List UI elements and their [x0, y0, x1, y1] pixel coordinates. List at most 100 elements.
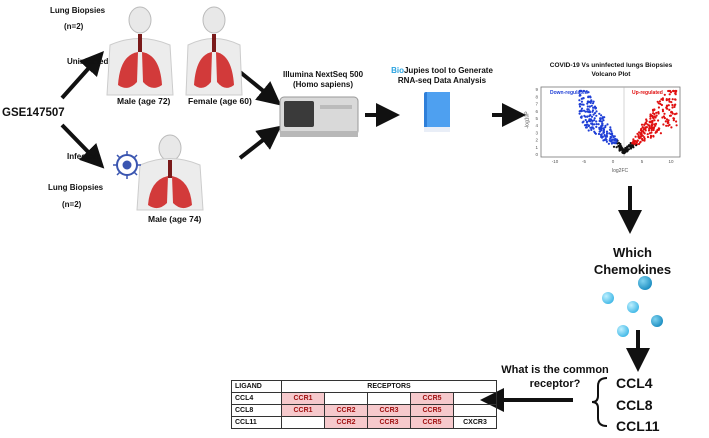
volcano-point — [578, 93, 582, 96]
volcano-point — [674, 92, 677, 95]
volcano-y-tick: 2 — [535, 138, 538, 143]
volcano-point — [661, 97, 665, 100]
uninfected-n-label: (n=2) — [64, 22, 84, 31]
volcano-point — [601, 124, 604, 127]
volcano-point — [589, 100, 592, 103]
volcano-point — [628, 144, 631, 147]
receptor-cell: CCR3 — [367, 404, 411, 417]
volcano-point — [589, 96, 592, 99]
volcano-point — [586, 102, 589, 105]
volcano-point — [657, 111, 660, 114]
volcano-point — [586, 110, 589, 113]
volcano-point — [643, 136, 646, 139]
volcano-point — [599, 117, 602, 120]
volcano-point — [665, 118, 669, 121]
volcano-point — [645, 119, 648, 123]
volcano-point — [643, 123, 646, 126]
volcano-point — [602, 139, 605, 142]
volcano-point — [610, 139, 614, 142]
book-icon — [424, 92, 450, 132]
sequencer-icon — [279, 96, 359, 137]
volcano-point — [652, 134, 655, 138]
volcano-point — [639, 132, 642, 135]
chemokine-ccl8: CCL8 — [616, 396, 653, 413]
volcano-point — [650, 125, 653, 128]
volcano-point — [651, 121, 654, 124]
volcano-point — [580, 100, 584, 103]
volcano-point — [643, 137, 646, 140]
volcano-point — [635, 144, 638, 147]
volcano-point — [658, 127, 661, 130]
ligand-cell: CCL4 — [231, 392, 282, 405]
volcano-point — [667, 89, 670, 93]
volcano-point — [578, 103, 581, 106]
volcano-point — [593, 117, 596, 120]
volcano-point — [609, 126, 612, 129]
volcano-point — [638, 136, 641, 139]
volcano-point — [663, 112, 666, 115]
volcano-point — [592, 127, 595, 130]
infected-n-label: (n=2) — [62, 200, 82, 209]
volcano-point — [615, 140, 618, 143]
volcano-point — [675, 112, 678, 115]
volcano-point — [584, 110, 587, 113]
volcano-point — [583, 124, 587, 127]
volcano-point — [641, 126, 645, 129]
volcano-x-tick: 0 — [612, 159, 615, 164]
volcano-point — [605, 132, 609, 135]
receptor-cell: CXCR3 — [453, 416, 497, 429]
sequencer-label: Illumina NextSeq 500 (Homo sapiens) — [258, 70, 388, 91]
volcano-point — [646, 135, 650, 139]
volcano-point — [598, 127, 601, 130]
volcano-point — [605, 134, 608, 137]
volcano-point — [652, 112, 655, 115]
volcano-point — [673, 104, 676, 107]
chemokine-brace — [591, 377, 608, 427]
volcano-point — [603, 116, 606, 119]
volcano-point — [652, 109, 655, 112]
volcano-point — [661, 98, 665, 101]
volcano-y-tick: 8 — [535, 94, 538, 99]
volcano-point — [655, 114, 658, 117]
volcano-point — [602, 119, 605, 122]
volcano-point — [671, 106, 674, 109]
volcano-point — [665, 124, 668, 127]
volcano-point — [659, 132, 663, 135]
volcano-title-line2: Volcano Plot — [591, 70, 631, 78]
arrow-infected-to-sequencer — [238, 125, 282, 160]
volcano-point — [600, 114, 603, 117]
volcano-x-tick: 10 — [668, 159, 674, 164]
volcano-point — [604, 126, 607, 129]
female-uninfected-figure — [185, 6, 243, 96]
ligand-cell: CCL11 — [231, 416, 282, 429]
volcano-point — [672, 89, 675, 93]
volcano-point — [637, 142, 641, 146]
volcano-point — [586, 105, 589, 108]
volcano-point — [580, 89, 583, 93]
volcano-point — [580, 109, 584, 113]
flow-arrows — [60, 51, 650, 412]
volcano-point — [656, 100, 659, 103]
male-uninfected-figure — [106, 6, 174, 96]
volcano-point — [649, 127, 653, 130]
volcano-point — [582, 103, 585, 106]
volcano-point — [607, 142, 611, 145]
volcano-point — [588, 119, 591, 122]
volcano-point — [654, 116, 657, 119]
volcano-point — [670, 111, 673, 114]
volcano-point — [600, 120, 604, 123]
header-ligand: LIGAND — [231, 380, 282, 393]
volcano-point — [655, 130, 659, 133]
volcano-point — [668, 93, 671, 96]
volcano-x-tick: -10 — [552, 159, 559, 164]
volcano-point — [664, 120, 667, 123]
volcano-point — [584, 118, 587, 122]
volcano-xlabel: log2FC — [612, 168, 629, 174]
volcano-point — [654, 122, 658, 125]
infected-biopsy-label: Lung Biopsies — [48, 183, 104, 192]
volcano-point — [593, 119, 596, 122]
volcano-point — [598, 130, 601, 133]
receptor-cell: CCR3 — [367, 416, 411, 429]
volcano-point — [672, 117, 675, 120]
